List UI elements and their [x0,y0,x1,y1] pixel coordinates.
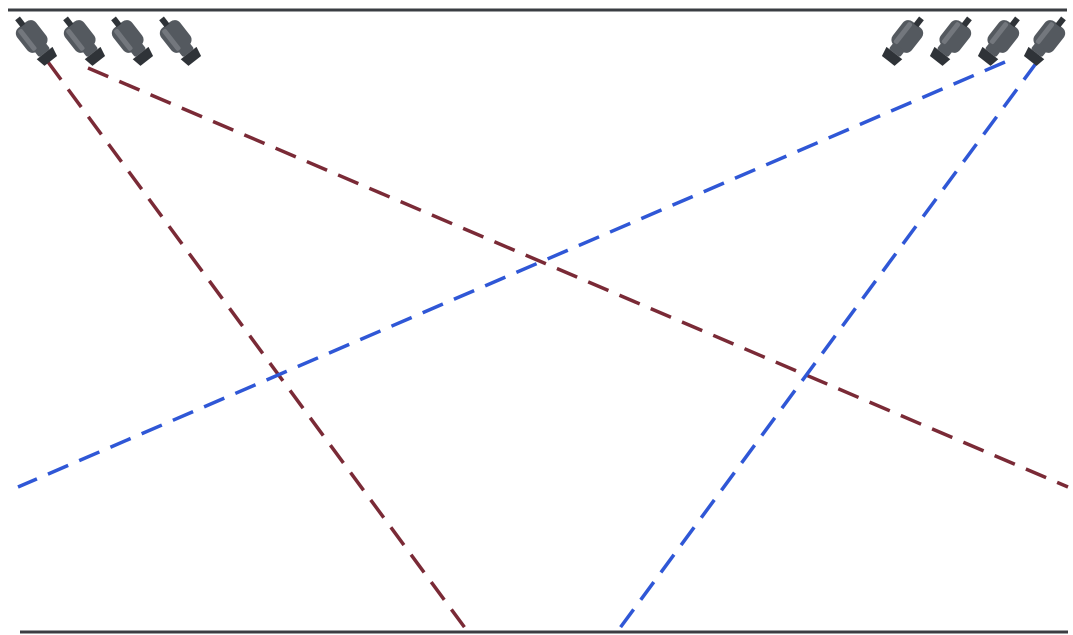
spotlight-icon [926,10,979,69]
spotlight-icon [974,10,1027,69]
spotlight-icon [152,10,205,69]
beams [17,60,1069,634]
left-beam-shallow [87,66,1069,489]
spotlight-icon [56,10,109,69]
spotlight-icon [8,10,61,69]
left-fixture-group [8,10,205,69]
spotlight-icon [878,10,931,69]
spotlight-icon [1020,10,1073,69]
right-fixture-group [878,10,1073,69]
spotlight-icon [104,10,157,69]
right-beam-steep [615,60,1039,634]
right-beam-shallow [17,60,1006,489]
left-beam-steep [46,60,470,634]
